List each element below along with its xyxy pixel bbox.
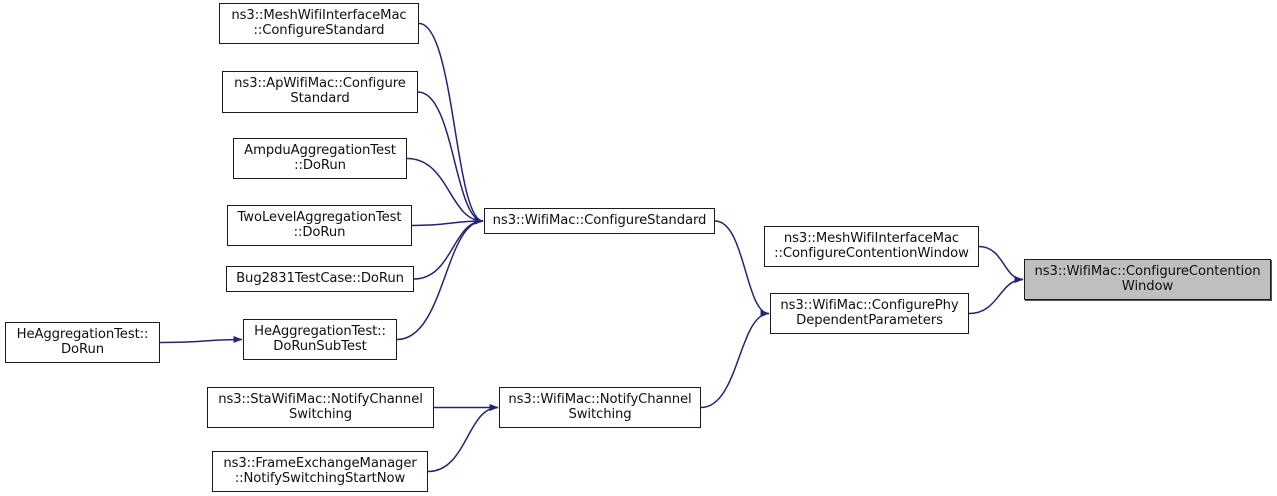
graph-node-label: ns3::ApWifiMac::Configure Standard — [234, 76, 406, 106]
graph-node-label: ns3::WifiMac::ConfigurePhy DependentPara… — [780, 297, 959, 328]
graph-node-mesh_cfg_std[interactable]: ns3::MeshWifiInterfaceMac ::ConfigureSta… — [219, 3, 419, 44]
graph-node-label: ns3::WifiMac::ConfigureStandard — [492, 212, 707, 228]
graph-node-twolevel_dorun[interactable]: TwoLevelAggregationTest ::DoRun — [227, 205, 412, 246]
graph-node-fem_notify[interactable]: ns3::FrameExchangeManager ::NotifySwitch… — [212, 451, 428, 492]
graph-node-wifimac_cfg_cw[interactable]: ns3::WifiMac::ConfigureContention Window — [1024, 259, 1271, 300]
graph-node-label: HeAggregationTest:: DoRunSubTest — [254, 323, 386, 354]
edge-fem_notify-to-wifimac_notify — [427, 404, 499, 473]
graph-node-label: TwoLevelAggregationTest ::DoRun — [237, 209, 402, 240]
edge-wifimac_cfg_phy-to-wifimac_cfg_cw — [968, 276, 1024, 315]
graph-node-wifimac_cfg_std[interactable]: ns3::WifiMac::ConfigureStandard — [484, 208, 715, 234]
graph-node-label: AmpduAggregationTest ::DoRun — [244, 142, 396, 173]
edge-wifimac_cfg_std-to-wifimac_cfg_phy — [714, 220, 770, 317]
graph-node-wifimac_notify[interactable]: ns3::WifiMac::NotifyChannel Switching — [499, 387, 701, 428]
graph-node-label: Bug2831TestCase::DoRun — [236, 270, 404, 286]
graph-node-bug2831_dorun[interactable]: Bug2831TestCase::DoRun — [226, 266, 414, 292]
graph-node-label: ns3::FrameExchangeManager ::NotifySwitch… — [223, 455, 417, 486]
edge-ap_cfg_std-to-wifimac_cfg_std — [417, 91, 484, 225]
graph-node-he_dorunsub[interactable]: HeAggregationTest:: DoRunSubTest — [243, 319, 397, 360]
graph-node-label: HeAggregationTest:: DoRun — [16, 326, 149, 357]
edge-bug2831_dorun-to-wifimac_cfg_std — [413, 217, 484, 280]
graph-node-label: ns3::MeshWifiInterfaceMac ::ConfigureSta… — [231, 7, 407, 38]
graph-node-label: ns3::WifiMac::NotifyChannel Switching — [508, 391, 692, 422]
edge-he_dorun-to-he_dorunsub — [159, 336, 243, 344]
graph-node-he_dorun[interactable]: HeAggregationTest:: DoRun — [5, 322, 160, 363]
edge-ampdu_dorun-to-wifimac_cfg_std — [406, 157, 484, 225]
graph-node-ampdu_dorun[interactable]: AmpduAggregationTest ::DoRun — [233, 138, 407, 179]
edge-twolevel_dorun-to-wifimac_cfg_std — [411, 217, 484, 227]
graph-node-mesh_cfg_cw[interactable]: ns3::MeshWifiInterfaceMac ::ConfigureCon… — [764, 226, 979, 267]
graph-node-label: ns3::WifiMac::ConfigureContention Window — [1034, 263, 1261, 294]
graph-node-ap_cfg_std[interactable]: ns3::ApWifiMac::Configure Standard — [222, 71, 418, 113]
graph-node-label: ns3::MeshWifiInterfaceMac ::ConfigureCon… — [774, 230, 969, 261]
edge-wifimac_notify-to-wifimac_cfg_phy — [700, 310, 770, 409]
graph-node-sta_notify[interactable]: ns3::StaWifiMac::NotifyChannel Switching — [207, 387, 434, 428]
graph-node-wifimac_cfg_phy[interactable]: ns3::WifiMac::ConfigurePhy DependentPara… — [770, 293, 969, 334]
graph-node-label: ns3::StaWifiMac::NotifyChannel Switching — [218, 391, 423, 422]
edge-mesh_cfg_cw-to-wifimac_cfg_cw — [978, 245, 1024, 283]
edge-mesh_cfg_std-to-wifimac_cfg_std — [418, 22, 484, 225]
